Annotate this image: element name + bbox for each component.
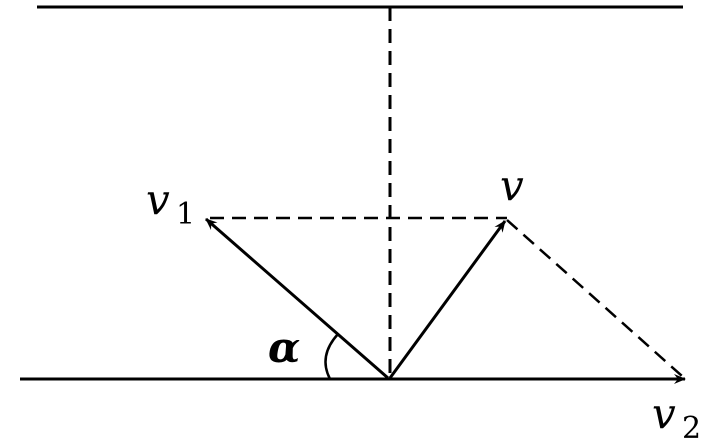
alpha-label: α <box>268 323 300 372</box>
diagonal-dashed-line <box>506 219 683 377</box>
v1-subscript: 1 <box>176 197 195 232</box>
v2-subscript: 2 <box>682 411 701 446</box>
v1-label: v <box>146 175 170 224</box>
v1-vector-arrow <box>205 217 389 380</box>
v-vector-arrow <box>388 220 507 379</box>
angle-arc <box>324 333 339 380</box>
v2-label: v <box>652 389 676 438</box>
v-label: v <box>500 161 524 210</box>
